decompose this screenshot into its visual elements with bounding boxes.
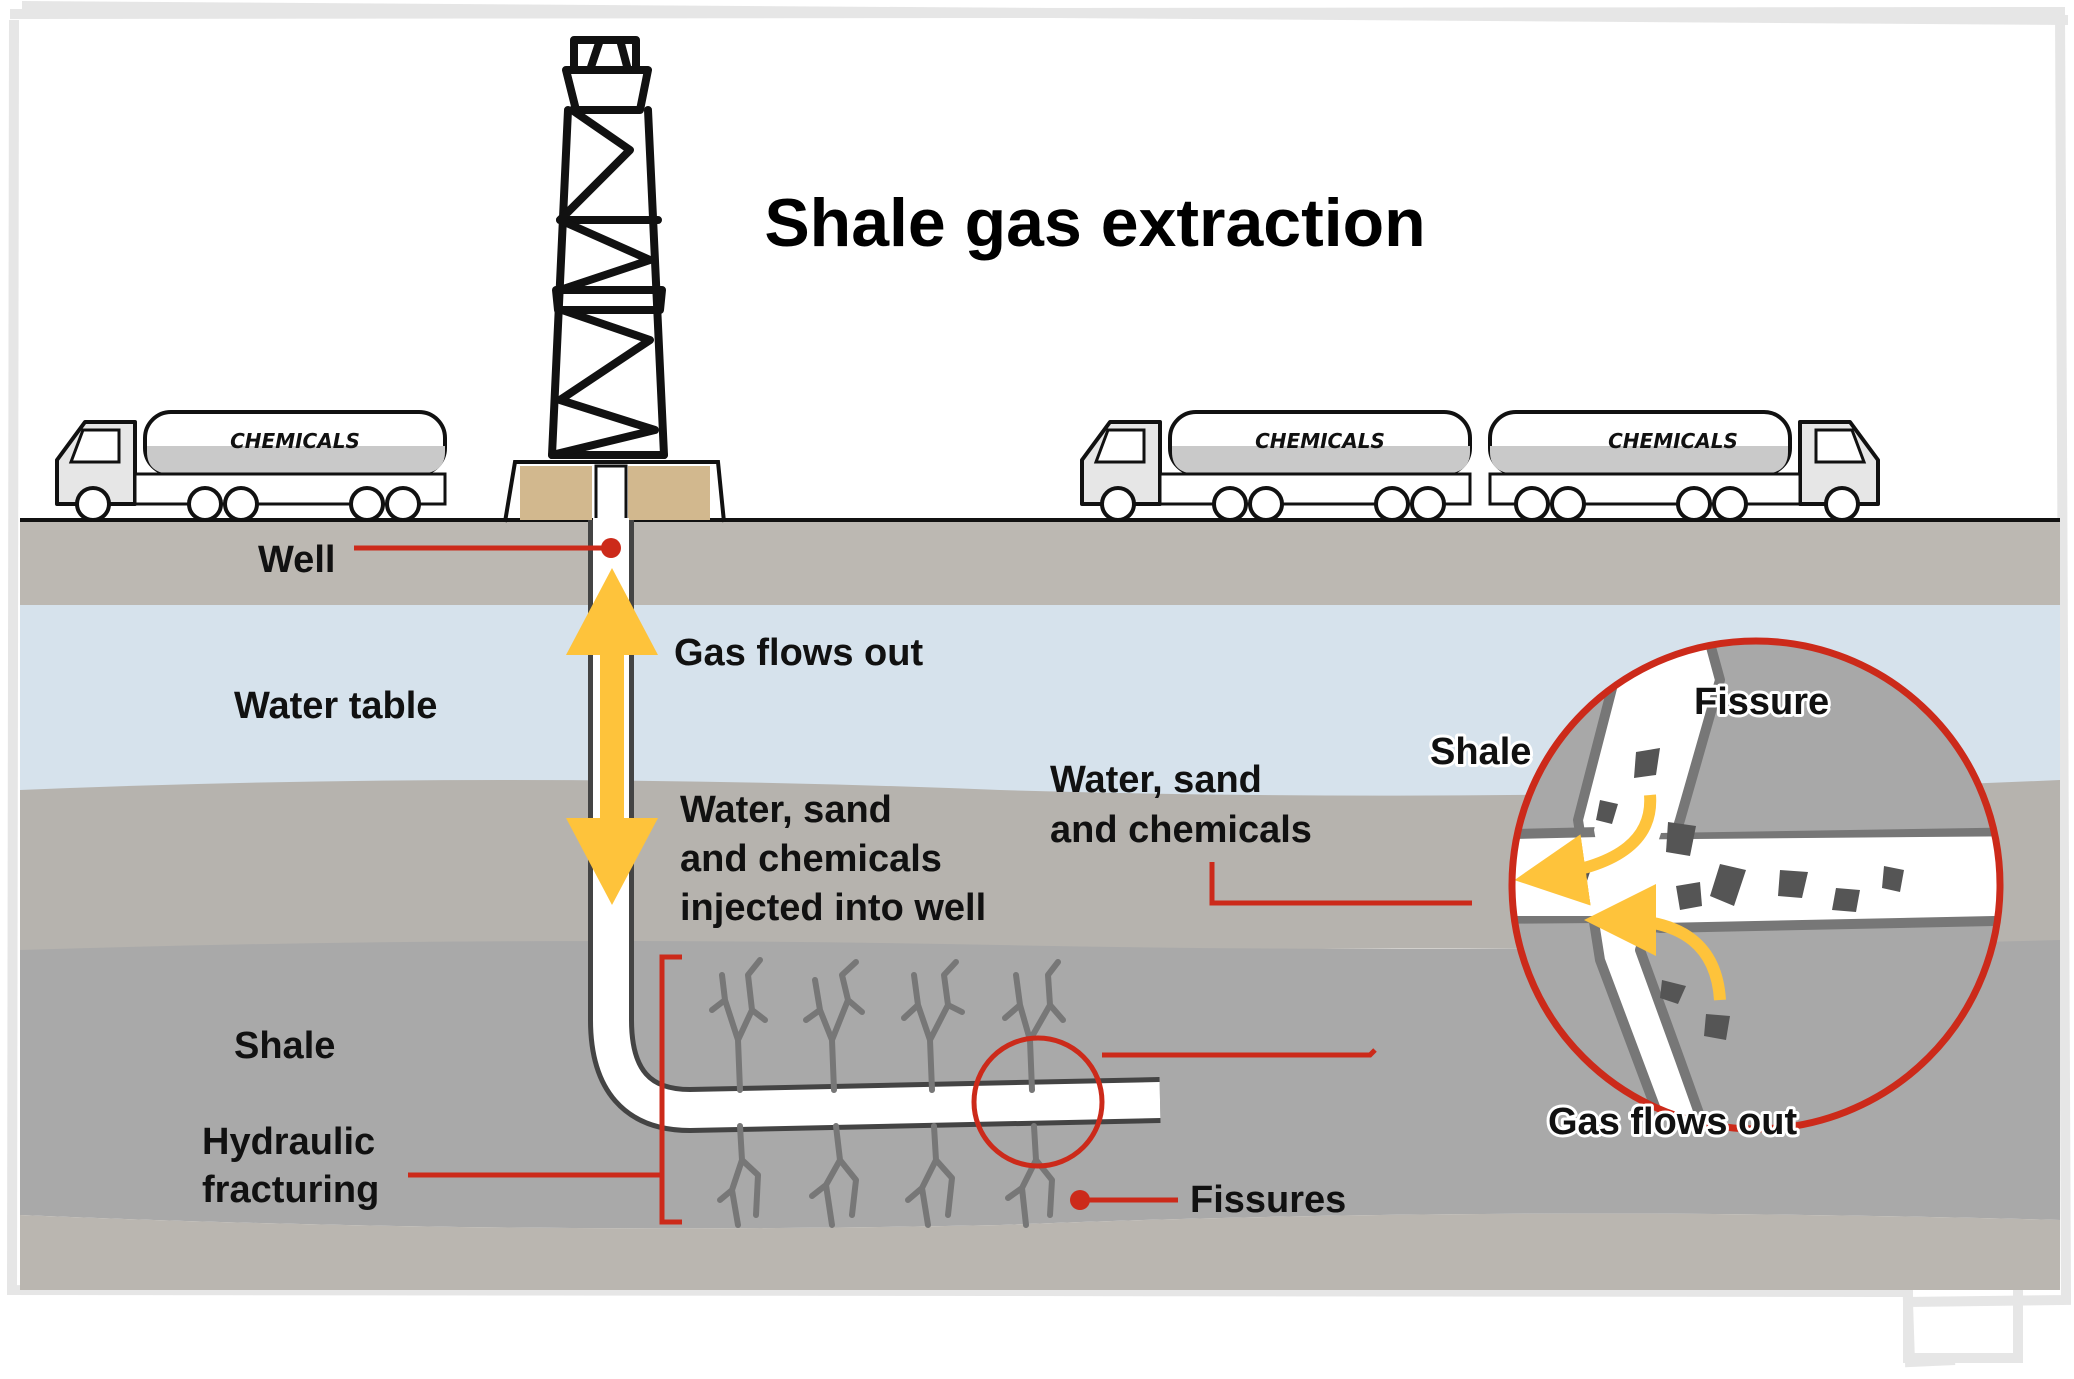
bottom-layer: [20, 1213, 2060, 1290]
chemical-truck-3: [1488, 410, 1880, 522]
well-label: Well: [258, 539, 335, 581]
well-callout-dot: [601, 538, 621, 558]
water-table-label: Water table: [234, 685, 437, 727]
chemical-truck-2: CHEMICALS: [1080, 410, 1472, 522]
topsoil-layer: [20, 520, 2060, 612]
gas-flows-out-label: Gas flows out: [674, 632, 923, 674]
shale-label: Shale: [234, 1025, 335, 1067]
sand-grains: [1566, 748, 1904, 1040]
hydraulic-label-line2: fracturing: [202, 1169, 379, 1211]
chemical-truck-1: CHEMICALS: [55, 410, 447, 522]
fracturing-bracket: [659, 954, 682, 1225]
inset-gas-flows-out-label: Gas flows out: [1548, 1101, 1797, 1143]
inset-shale-label: Shale: [1430, 731, 1531, 773]
drilling-derrick: [548, 36, 668, 459]
injected-label-line1: Water, sand: [680, 789, 892, 831]
injected-label-line2: and chemicals: [680, 838, 942, 880]
zoom-connector-line: [1102, 1048, 1377, 1058]
drill-pad: [503, 460, 726, 524]
fissure-cracks: [709, 957, 1066, 1228]
callout-lines: [354, 545, 1472, 1225]
inset-gas-arrow-2: [1584, 884, 1726, 1001]
hydraulic-label-line1: Hydraulic: [202, 1121, 375, 1163]
injected-label-line3: injected into well: [680, 887, 986, 929]
truck-1-label: CHEMICALS: [230, 429, 360, 453]
sketch-frame: [6, 1, 2072, 1368]
inset-fissure-label: Fissure: [1694, 681, 1829, 723]
truck-2-label: CHEMICALS: [1255, 429, 1385, 453]
gas-flow-double-arrow: [566, 568, 658, 905]
diagram-title: Shale gas extraction: [764, 185, 1425, 261]
inset-water-label-line1: Water, sand: [1050, 759, 1262, 801]
well-bore: [588, 518, 1161, 1134]
inset-gas-arrow-1: [1514, 794, 1657, 906]
fissures-callout-dot: [1070, 1190, 1090, 1210]
fissures-label: Fissures: [1190, 1179, 1346, 1221]
zoom-circle: [971, 1035, 1105, 1169]
inset-water-label-line2: and chemicals: [1050, 809, 1312, 851]
truck-3-label: CHEMICALS: [1608, 429, 1738, 453]
inset-water-callout: [1209, 862, 1472, 906]
inset-zoom-view: [1508, 637, 2004, 1133]
